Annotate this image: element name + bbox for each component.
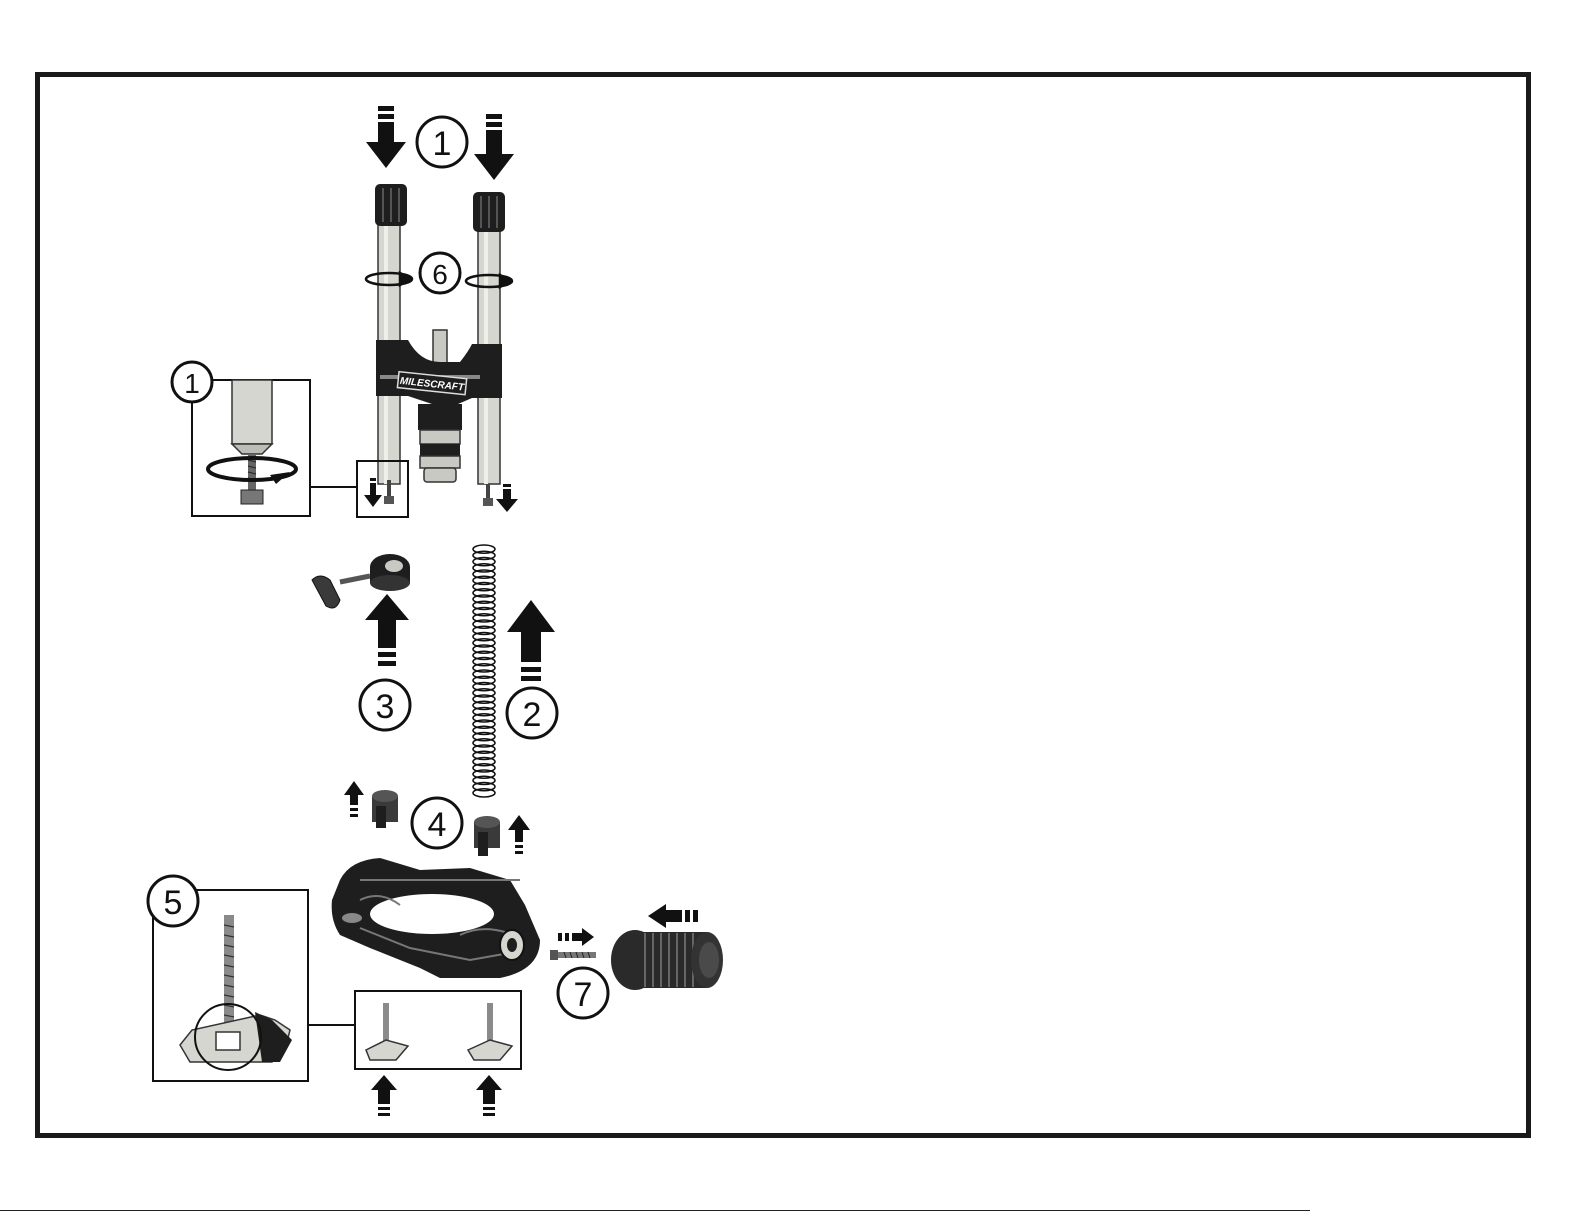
up-arrow-icon bbox=[371, 1075, 397, 1116]
right-rod bbox=[473, 192, 505, 484]
step-7-badge: 7 bbox=[558, 968, 608, 1018]
lock-knob bbox=[312, 576, 370, 608]
bushing bbox=[474, 816, 500, 856]
up-arrow-icon bbox=[508, 815, 530, 854]
handle-knob bbox=[611, 930, 723, 990]
footer-rule bbox=[0, 1210, 1310, 1211]
down-arrow-icon bbox=[496, 484, 518, 512]
right-arrow-icon bbox=[558, 928, 594, 946]
step-3-badge: 3 bbox=[360, 680, 410, 730]
step-5-label: 5 bbox=[164, 884, 183, 922]
bushing bbox=[372, 790, 398, 828]
step-7-label: 7 bbox=[574, 976, 593, 1014]
collar-clamp bbox=[370, 554, 410, 591]
up-arrow-icon bbox=[476, 1075, 502, 1116]
left-arrow-icon bbox=[648, 904, 698, 928]
up-arrow-icon bbox=[365, 594, 409, 666]
step-2-badge: 2 bbox=[507, 688, 557, 738]
step-1-label: 1 bbox=[433, 125, 452, 163]
detail-1-box bbox=[192, 380, 357, 516]
step-6-label: 6 bbox=[432, 259, 448, 290]
t-bolt-box bbox=[355, 991, 521, 1069]
up-arrow-icon bbox=[344, 781, 364, 817]
down-arrow-icon bbox=[474, 114, 514, 180]
step-3-label: 3 bbox=[376, 688, 395, 726]
step-5-badge: 5 bbox=[148, 876, 198, 926]
up-arrow-icon bbox=[507, 600, 555, 681]
step-1-badge: 1 bbox=[417, 117, 467, 167]
down-arrow-icon bbox=[366, 106, 406, 168]
step-2-label: 2 bbox=[523, 696, 542, 734]
step-6-badge: 6 bbox=[420, 253, 460, 293]
left-rod bbox=[375, 184, 407, 484]
right-rod-bolt bbox=[483, 484, 493, 506]
spring bbox=[473, 545, 495, 797]
threaded-screw bbox=[550, 950, 596, 960]
drill-guide-base bbox=[332, 858, 540, 978]
step-4-label: 4 bbox=[428, 806, 447, 844]
step-4-badge: 4 bbox=[412, 798, 462, 848]
step-1-detail-badge: 1 bbox=[172, 362, 212, 402]
step-1-detail-label: 1 bbox=[184, 368, 200, 399]
